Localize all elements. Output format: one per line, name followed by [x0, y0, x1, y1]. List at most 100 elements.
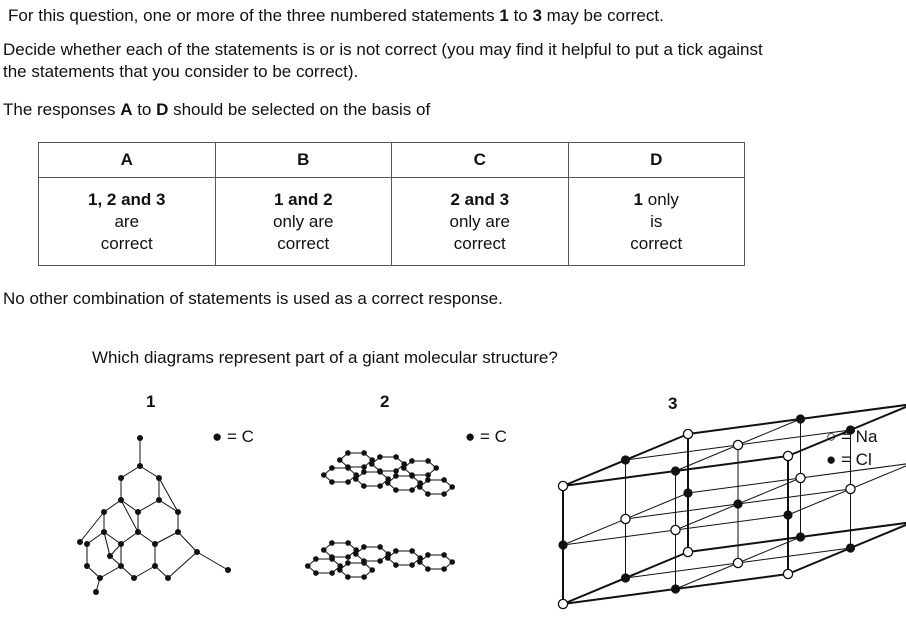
graphite-carbon-atom: [361, 574, 367, 580]
graphite-carbon-atom: [449, 484, 456, 490]
chloride-ion: [620, 573, 631, 583]
graphite-carbon-atom: [409, 458, 415, 464]
diamond-carbon-atom: [137, 463, 143, 469]
graphite-carbon-atom: [377, 544, 383, 550]
graphite-carbon-atom: [377, 454, 383, 460]
graphite-carbon-atom: [385, 480, 391, 486]
graphite-carbon-atom: [361, 469, 367, 475]
chloride-ion: [795, 532, 806, 542]
diamond-carbon-atom: [156, 497, 162, 503]
sodium-ion: [845, 483, 856, 495]
graphite-carbon-atom: [361, 450, 367, 456]
diamond-carbon-atom: [135, 509, 141, 515]
graphite-carbon-atom: [401, 465, 407, 471]
graphite-carbon-atom: [329, 479, 335, 485]
graphite-carbon-atom: [337, 457, 343, 463]
chloride-ion: [783, 510, 793, 520]
diamond-carbon-atom: [101, 529, 107, 535]
graphite-carbon-atom: [345, 540, 351, 546]
graphite-carbon-atom: [377, 469, 383, 475]
sodium-ion: [732, 557, 744, 569]
diamond-carbon-atom: [175, 529, 181, 535]
diagram-3-key-cl: ● = Cl: [826, 450, 872, 469]
response-header-d: D: [567, 142, 745, 178]
diagram-3-label: 3: [668, 394, 678, 413]
diamond-carbon-atom: [84, 563, 90, 569]
graphite-carbon-atom: [449, 559, 456, 565]
sodium-ion: [782, 450, 794, 462]
graphite-carbon-atom: [425, 566, 431, 572]
diamond-carbon-atom: [118, 475, 124, 481]
diamond-bond: [158, 499, 179, 513]
chloride-filled-circle-icon: ●: [826, 450, 837, 469]
diamond-bond: [99, 565, 122, 579]
sodium-ion: [732, 439, 744, 451]
diagram-1-label: 1: [146, 392, 156, 411]
diamond-carbon-atom: [194, 549, 200, 555]
diamond-carbon-atom: [101, 509, 107, 515]
diamond-carbon-atom: [152, 541, 158, 547]
diamond-bond: [103, 531, 122, 545]
graphite-carbon-atom: [393, 473, 399, 479]
basis-text: The responses A to D should be selected …: [3, 100, 431, 119]
graphite-carbon-atom: [353, 551, 359, 557]
graphite-carbon-atom: [377, 483, 383, 489]
graphite-carbon-atom: [433, 465, 440, 471]
chloride-ion: [620, 455, 631, 465]
diamond-bond: [196, 551, 229, 571]
chloride-ion: [845, 425, 856, 435]
graphite-carbon-atom: [345, 574, 351, 580]
sodium-open-circle-icon: ○: [826, 427, 837, 446]
decide-text-line-2: the statements that you consider to be c…: [3, 62, 359, 81]
diamond-bond: [79, 511, 105, 543]
diamond-carbon-atom: [84, 541, 90, 547]
graphite-carbon-atom: [393, 562, 399, 568]
graphite-carbon-atom: [425, 458, 431, 464]
diamond-carbon-atom: [97, 575, 103, 581]
graphite-carbon-atom: [425, 491, 431, 497]
graphite-carbon-atom: [393, 487, 399, 493]
diamond-bond: [103, 531, 111, 557]
graphite-carbon-atom: [441, 477, 447, 483]
sodium-chloride-lattice-diagram: [557, 403, 906, 610]
question-text: Which diagrams represent part of a giant…: [92, 348, 558, 367]
diamond-bond: [103, 499, 122, 513]
graphite-carbon-atom: [313, 556, 319, 562]
decide-text-line-1: Decide whether each of the statements is…: [3, 40, 763, 59]
sodium-ion: [670, 524, 681, 536]
diamond-carbon-atom: [77, 539, 83, 545]
graphite-carbon-atom: [361, 483, 367, 489]
graphite-carbon-atom: [393, 548, 399, 554]
graphite-carbon-atom: [369, 567, 376, 573]
graphite-carbon-atom: [353, 476, 359, 482]
sodium-ion: [557, 598, 569, 610]
sodium-ion: [782, 568, 794, 580]
graphite-carbon-atom: [345, 450, 351, 456]
sodium-ion: [682, 428, 694, 440]
graphite-carbon-atom: [441, 566, 447, 572]
diamond-bond: [177, 531, 198, 553]
graphite-carbon-atom: [441, 552, 447, 558]
no-other-text: No other combination of statements is us…: [3, 289, 503, 308]
diagram-2-label: 2: [380, 392, 390, 411]
graphite-carbon-atom: [417, 484, 423, 490]
graphite-carbon-atom: [345, 554, 351, 560]
diamond-bond: [154, 531, 179, 545]
chloride-ion: [558, 540, 568, 550]
diamond-carbon-atom: [135, 529, 141, 535]
diamond-carbon-atom: [225, 567, 231, 573]
graphite-carbon-atom: [361, 560, 367, 566]
diamond-bond: [137, 499, 160, 513]
sodium-ion: [557, 480, 569, 492]
chloride-ion: [845, 543, 856, 553]
graphite-carbon-atom: [393, 468, 399, 474]
diamond-carbon-atom: [152, 563, 158, 569]
graphite-carbon-atom: [425, 472, 431, 478]
graphite-carbon-atom: [321, 472, 327, 478]
graphite-carbon-atom: [329, 570, 335, 576]
sodium-ion: [795, 472, 806, 484]
carbon-dot-icon: ●: [465, 427, 476, 446]
